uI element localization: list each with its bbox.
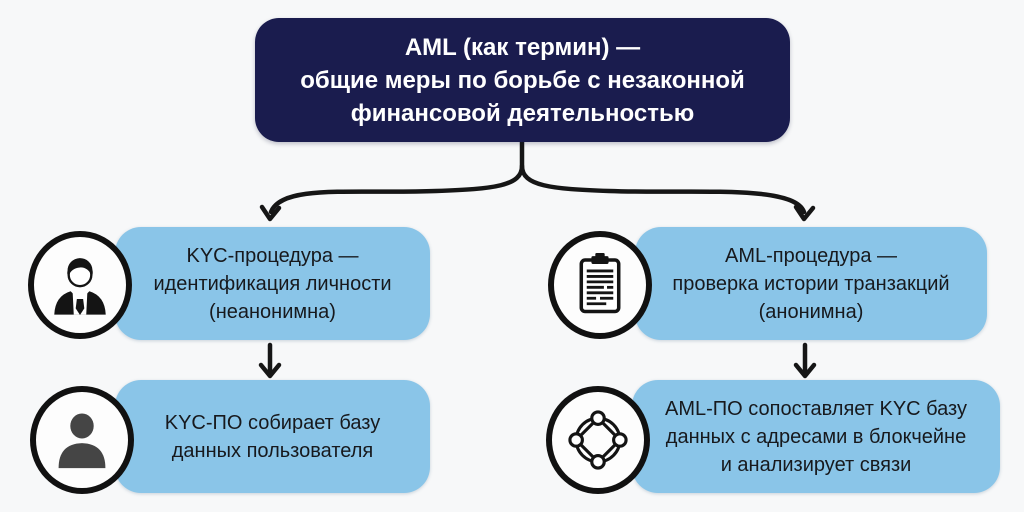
node-kyc-software: KYC-ПО собирает базу данных пользователя xyxy=(115,380,430,493)
arrowhead-left xyxy=(259,204,282,222)
node-line: данных с адресами в блокчейне xyxy=(665,425,967,448)
clipboard-icon-glyph xyxy=(579,253,621,314)
network-icon xyxy=(546,386,650,494)
businessman-icon-glyph xyxy=(54,258,106,316)
node-line: проверка истории транзакций xyxy=(672,272,950,295)
aml-down-arrowhead xyxy=(793,362,817,379)
node-line: AML-ПО сопоставляет KYC базу xyxy=(665,397,967,420)
businessman-icon xyxy=(28,231,132,339)
network-icon-glyph xyxy=(568,410,628,470)
arrowhead-right xyxy=(793,204,816,222)
node-line: KYC-процедура — xyxy=(186,244,359,267)
root-node-aml-term: AML (как термин) — общие меры по борьбе … xyxy=(255,18,790,142)
node-line: KYC-ПО собирает базу xyxy=(164,411,381,434)
root-split-arrow-left xyxy=(268,139,525,215)
root-split-arrow-right xyxy=(519,163,807,215)
node-line: (анонимна) xyxy=(758,300,864,323)
root-line: общие меры по борьбе с незаконной xyxy=(300,66,745,94)
node-line: и анализирует связи xyxy=(720,453,912,476)
node-line: AML-процедура — xyxy=(724,244,898,267)
user-silhouette-icon-glyph xyxy=(58,413,106,469)
root-line: AML (как термин) — xyxy=(404,33,641,61)
node-aml-software: AML-ПО сопоставляет KYC базу данных с ад… xyxy=(632,380,1000,493)
node-kyc-procedure: KYC-процедура — идентификация личности (… xyxy=(115,227,430,340)
node-line: (неанонимна) xyxy=(209,300,336,323)
user-silhouette-icon xyxy=(30,386,134,494)
node-line: идентификация личности xyxy=(153,272,392,295)
kyc-down-arrowhead xyxy=(258,362,282,379)
node-aml-procedure: AML-процедура — проверка истории транзак… xyxy=(635,227,987,340)
node-line: данных пользователя xyxy=(171,439,374,462)
clipboard-icon xyxy=(548,231,652,339)
root-line: финансовой деятельностью xyxy=(350,99,695,127)
